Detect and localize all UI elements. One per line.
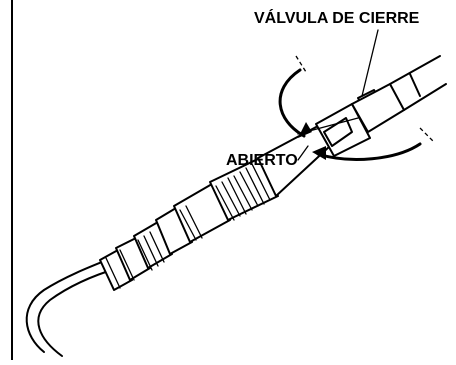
open-label: ABIERTO	[226, 152, 298, 170]
coupling-segments	[100, 158, 278, 290]
valve-leader-line	[362, 30, 378, 96]
valve-label: VÁLVULA DE CIERRE	[254, 10, 419, 28]
hose-upper-edge	[27, 258, 112, 352]
shutoff-valve	[316, 56, 446, 156]
hose-lower-edge	[38, 268, 118, 356]
rotation-arrow-left	[280, 70, 304, 136]
axis-dash-right	[420, 128, 434, 142]
page-border-line	[11, 0, 13, 360]
